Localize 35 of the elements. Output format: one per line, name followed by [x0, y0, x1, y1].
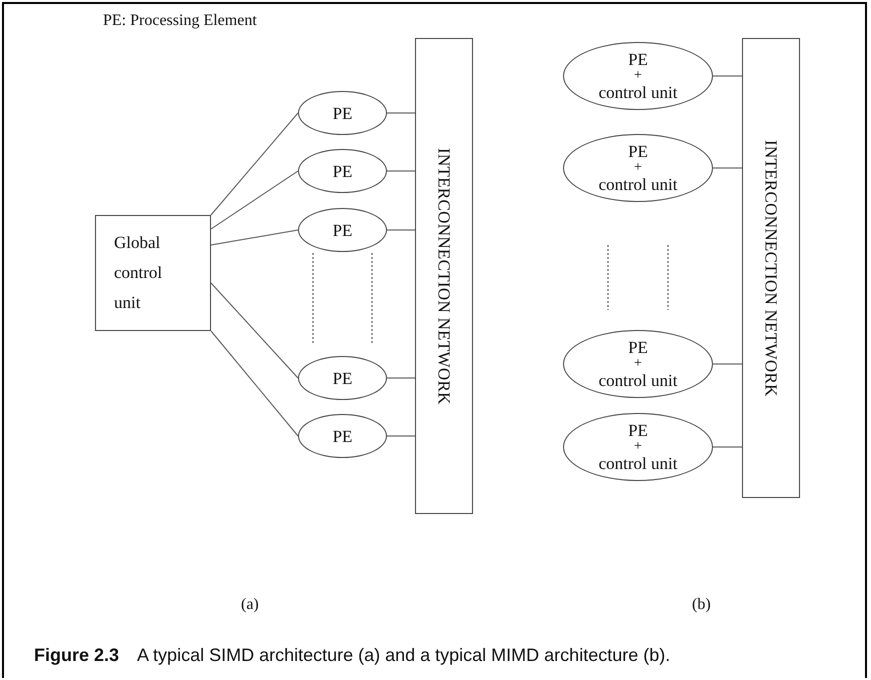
node-label: PE: [628, 50, 648, 69]
node-label: control unit: [598, 371, 678, 390]
panel-label: (a): [241, 596, 259, 614]
node-label: PE: [332, 368, 352, 388]
plus-sign: +: [634, 440, 642, 454]
interconnection-network-box: [742, 38, 800, 498]
connector-line: [210, 282, 298, 378]
node-label: PE: [332, 162, 352, 180]
node-label: PE: [628, 338, 648, 357]
connector-line: [386, 170, 416, 172]
node-label: PE: [332, 426, 352, 446]
node-label: control unit: [598, 454, 678, 473]
connector-line: [386, 112, 416, 114]
interconnection-network-box: [415, 38, 473, 514]
plus-sign: +: [634, 161, 642, 175]
node-label: PE: [628, 421, 648, 440]
legend-note: PE: Processing Element: [103, 12, 257, 30]
node-label: PE: [332, 220, 352, 240]
node-label: PE: [628, 142, 648, 161]
connector-line: [210, 112, 298, 216]
panel-label: (b): [692, 596, 711, 614]
node-label: INTERCONNECTION NETWORK: [434, 148, 454, 404]
node-label: PE: [332, 104, 352, 122]
connector-line: [210, 170, 298, 230]
figure-caption: Figure 2.3 A typical SIMD architecture (a) and a typical MIMD architecture (b).: [34, 645, 670, 666]
connector-line: [712, 446, 742, 448]
node-label: control unit: [598, 83, 678, 102]
connector-line: [210, 230, 298, 246]
control-unit-box: [95, 215, 211, 331]
node-label: INTERCONNECTION NETWORK: [762, 140, 780, 396]
node-label: Global control unit: [114, 232, 164, 314]
plus-sign: +: [634, 69, 642, 83]
node-label: control unit: [598, 175, 678, 194]
plus-sign: +: [634, 357, 642, 371]
connector-line: [210, 330, 298, 436]
